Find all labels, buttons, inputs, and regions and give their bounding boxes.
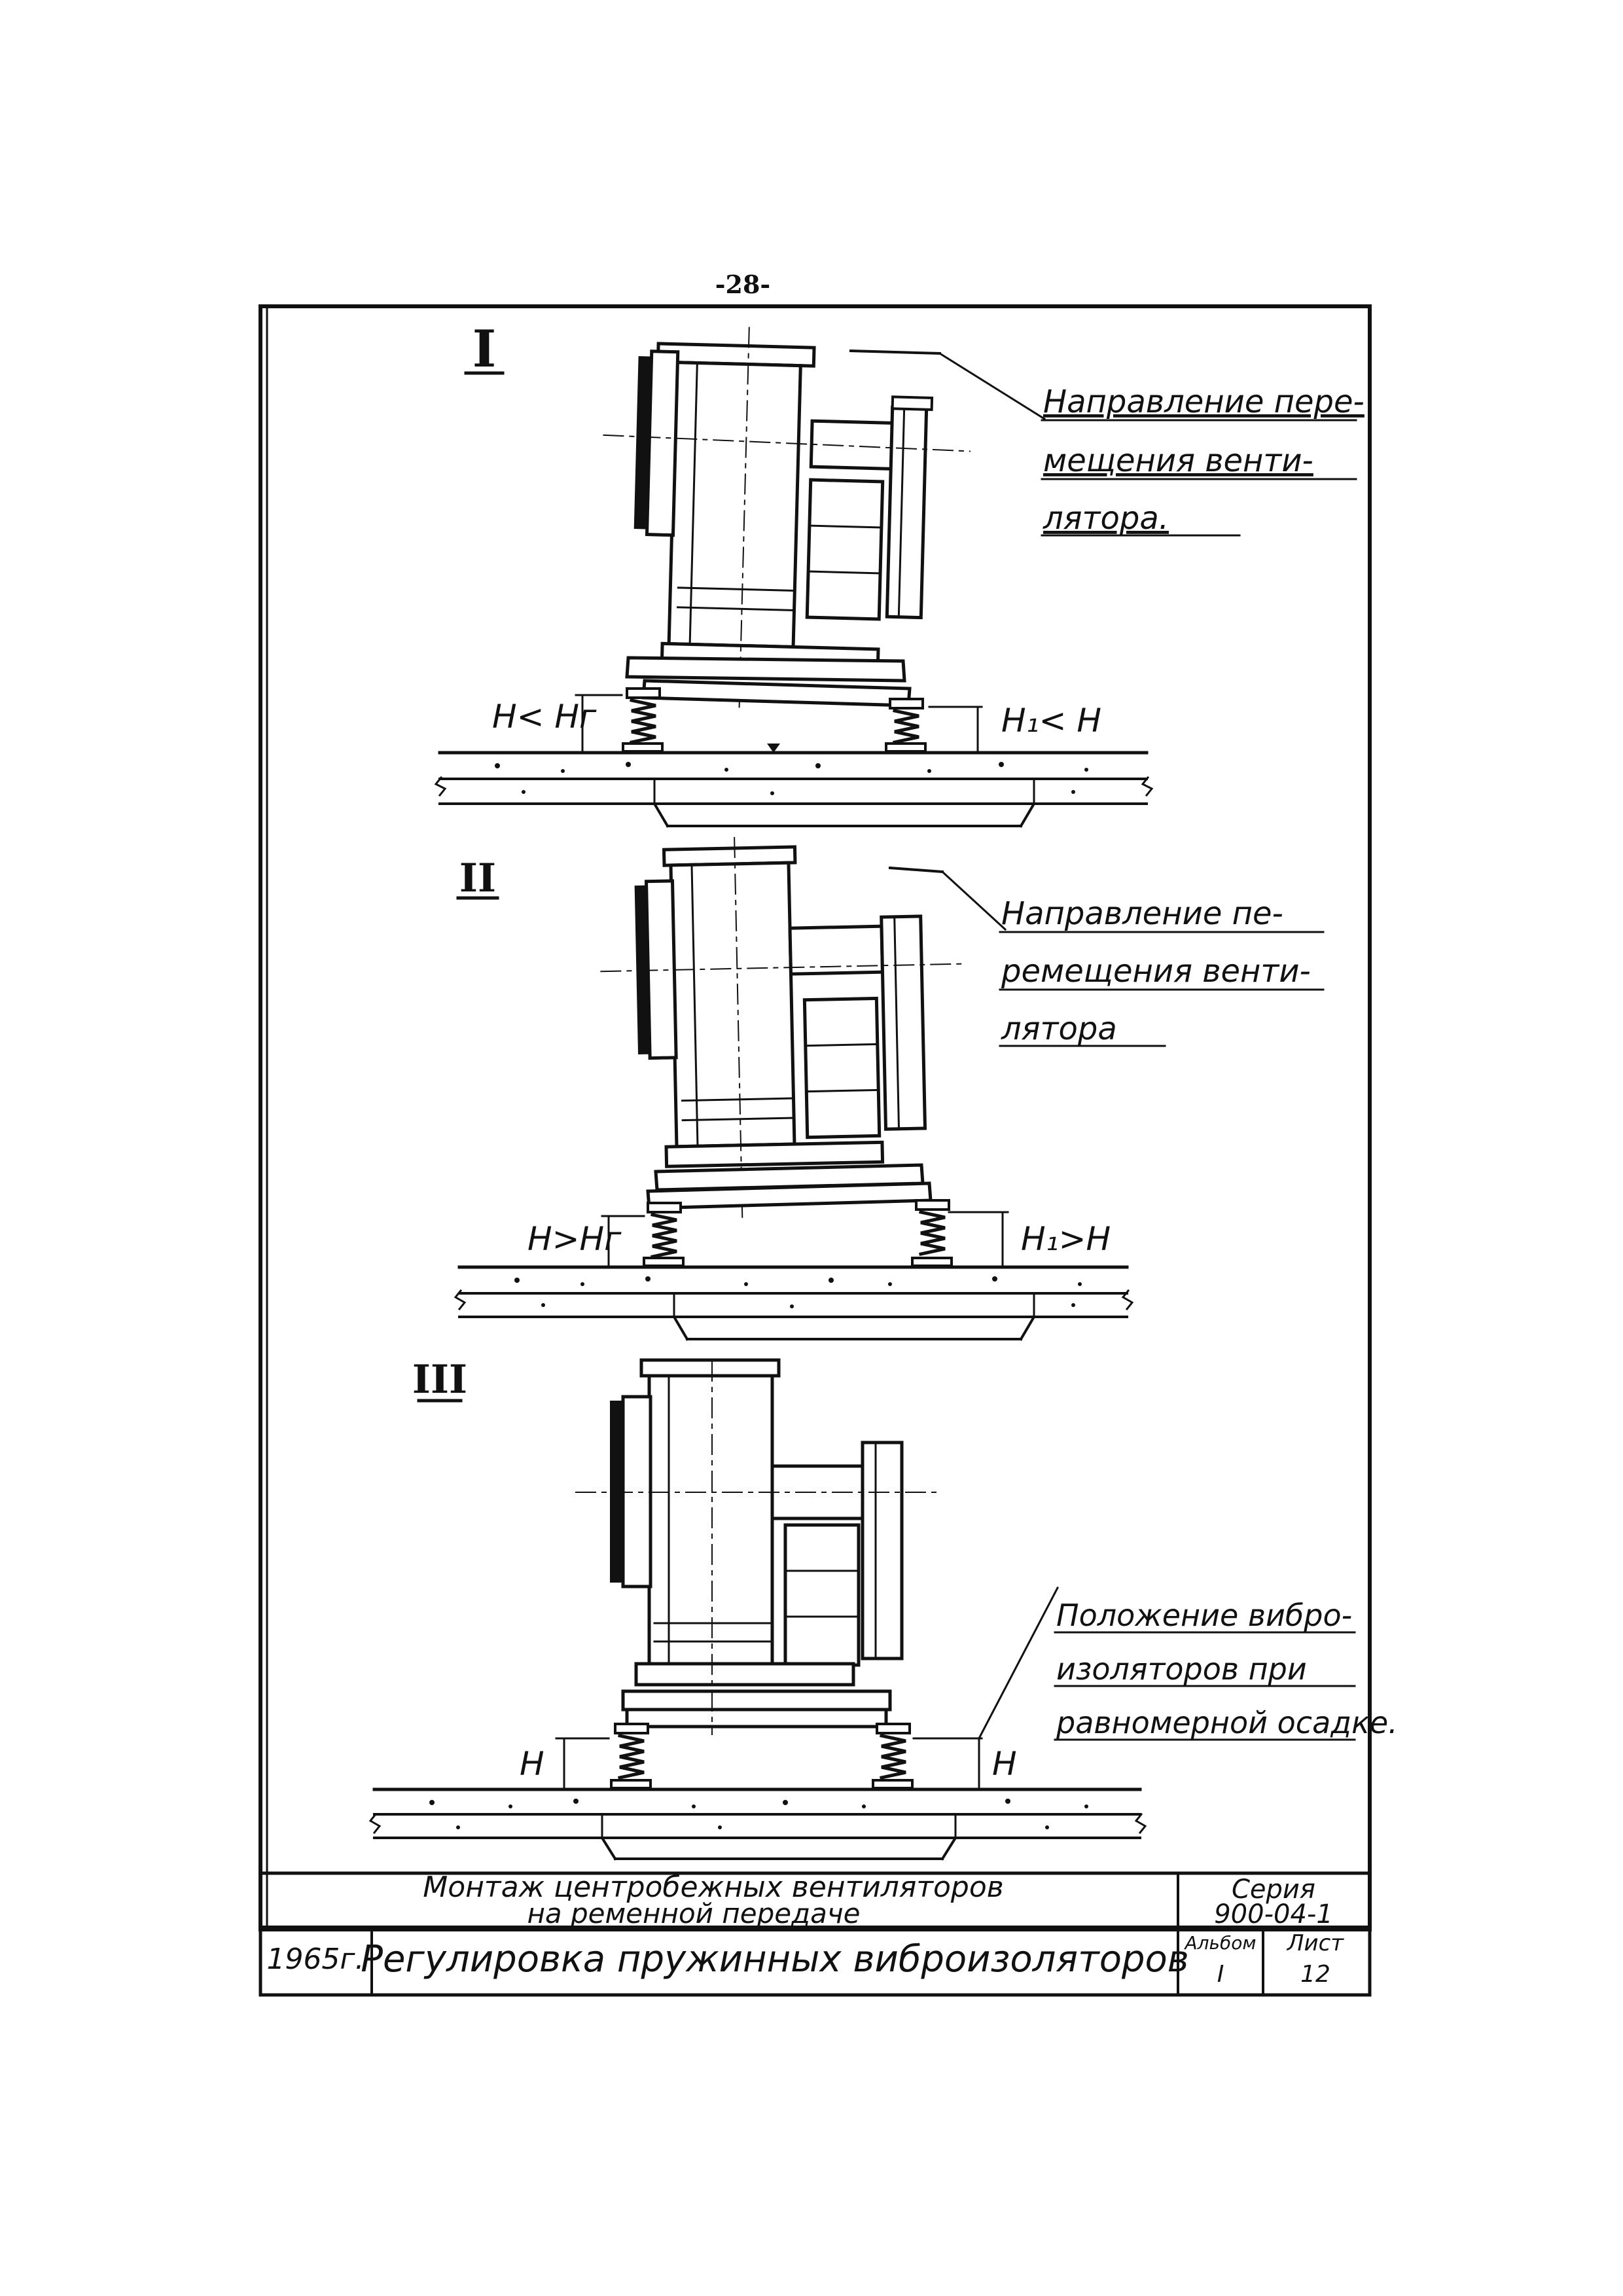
- view-3-left-height-label: H: [520, 1745, 544, 1783]
- view-2-annotation-line-3: лятора: [1001, 1011, 1117, 1047]
- series-label: Серия: [1232, 1874, 1315, 1905]
- view-2-roman: II: [459, 855, 496, 901]
- floor-slab-3: [368, 1787, 1147, 1861]
- fan-unit-3: [575, 1358, 943, 1735]
- view-1-right-height-label: H₁< H: [1001, 702, 1101, 740]
- view-3-annotation-line-1: Положение вибро-: [1056, 1598, 1352, 1633]
- view-3-annotation-line-3: равномерной осадке.: [1056, 1705, 1398, 1740]
- spring-isolator-1-right: [885, 698, 927, 753]
- view-2: II: [454, 836, 1325, 1341]
- sheet-frame: [259, 304, 1372, 1931]
- spring-isolator-1-left: [622, 687, 664, 753]
- floor-slab-1: [434, 744, 1154, 828]
- spring-isolator-2-left: [643, 1202, 685, 1267]
- view-2-leader: [888, 866, 944, 874]
- view-1-leader: [849, 349, 942, 355]
- view-2-left-height-label: H>Hг: [527, 1220, 622, 1258]
- floor-slab-2: [454, 1265, 1134, 1341]
- fan-unit-2: [600, 836, 969, 1218]
- spring-isolator-2-right: [911, 1199, 953, 1267]
- view-3: III: [368, 1357, 1398, 1861]
- view-1-annotation-line-3: лятора.: [1043, 500, 1169, 537]
- view-1: I: [434, 319, 1364, 828]
- fan-unit-1: [603, 327, 971, 708]
- view-1-left-height-label: H< Hг: [492, 698, 597, 736]
- title-line-1: Монтаж центробежных вентиляторов: [423, 1871, 1003, 1904]
- view-1-annotation-line-1: Направление пере-: [1043, 384, 1364, 420]
- title-block: Монтаж центробежных вентиляторов на реме…: [259, 1871, 1372, 1997]
- spring-isolator-3-left: [610, 1723, 652, 1789]
- title-line-2: на ременной передаче: [527, 1897, 860, 1929]
- album-label: Альбом: [1183, 1932, 1256, 1954]
- sheet-value: 12: [1300, 1961, 1330, 1988]
- view-3-leader: [977, 1586, 1060, 1740]
- sheet-label: Лист: [1286, 1930, 1344, 1956]
- album-value: I: [1217, 1961, 1224, 1988]
- view-1-roman: I: [473, 319, 497, 379]
- year: 1965г.: [266, 1943, 364, 1976]
- view-2-annotation-line-1: Направление пе-: [1001, 895, 1283, 932]
- view-3-roman: III: [412, 1357, 467, 1403]
- view-3-right-height-label: H: [992, 1745, 1017, 1783]
- page-number: -28-: [715, 270, 770, 299]
- sheet-title: Регулировка пружинных виброизоляторов: [361, 1938, 1189, 1981]
- view-1-annotation-line-2: мещения венти-: [1043, 442, 1313, 479]
- spring-isolator-3-right: [872, 1723, 914, 1789]
- view-2-right-height-label: H₁>H: [1021, 1220, 1111, 1258]
- series-value: 900-04-1: [1214, 1899, 1333, 1929]
- view-2-annotation-line-2: ремещения венти-: [1001, 953, 1311, 990]
- view-3-annotation-line-2: изоляторов при: [1056, 1651, 1307, 1687]
